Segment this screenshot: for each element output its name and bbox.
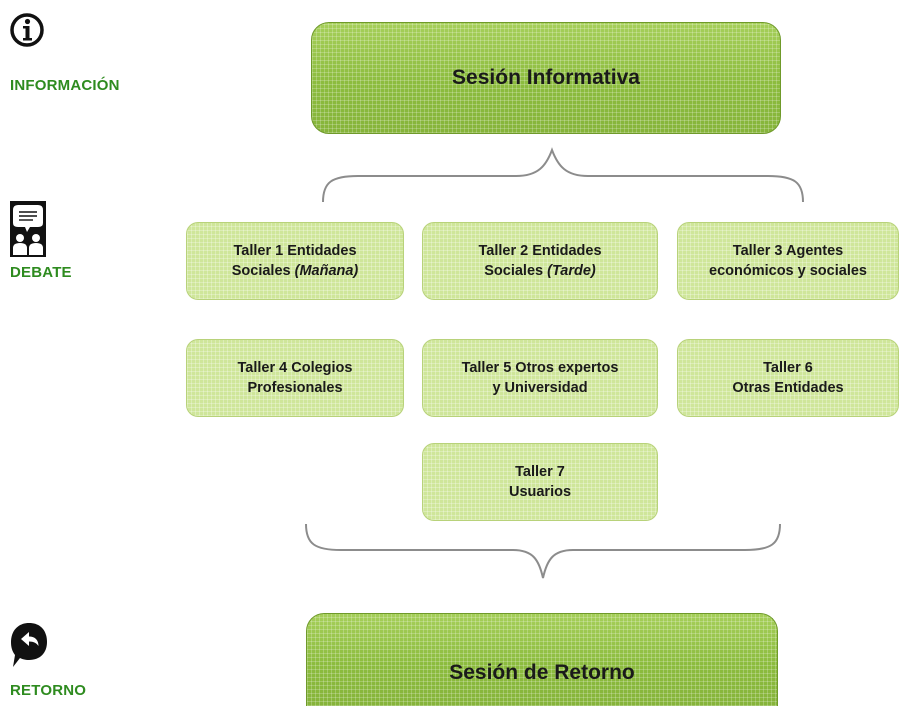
taller-6-line1: Taller 6 <box>763 360 813 376</box>
sesion-informativa-box: Sesión Informativa <box>311 22 781 134</box>
sesion-informativa-label: Sesión Informativa <box>452 66 640 89</box>
taller-6-box: Taller 6 Otras Entidades <box>677 339 899 417</box>
taller-5-line1: Taller 5 Otros expertos <box>461 360 619 376</box>
taller-4-line2: Profesionales <box>247 380 343 396</box>
taller-6-line2: Otras Entidades <box>732 380 844 396</box>
top-brace <box>322 147 804 203</box>
taller-1-line2: Sociales <box>231 263 295 279</box>
taller-3-line2: económicos y sociales <box>709 263 867 279</box>
info-icon <box>10 10 44 48</box>
taller-2-line1: Taller 2 Entidades <box>478 243 602 259</box>
taller-2-line2-italic: (Tarde) <box>547 263 596 279</box>
taller-5-line2: y Universidad <box>492 380 588 396</box>
taller-1-line1: Taller 1 Entidades <box>233 243 357 259</box>
debate-people-speech-bubble-icon <box>10 201 46 257</box>
return-arrow-speech-bubble-icon <box>10 620 48 672</box>
taller-2-line2: Sociales <box>484 263 548 279</box>
taller-5-box: Taller 5 Otros expertos y Universidad <box>422 339 658 417</box>
taller-7-line2: Usuarios <box>508 484 572 500</box>
taller-2-box: Taller 2 Entidades Sociales (Tarde) <box>422 222 658 300</box>
taller-4-line1: Taller 4 Colegios <box>237 360 353 376</box>
taller-3-box: Taller 3 Agentes económicos y sociales <box>677 222 899 300</box>
taller-3-line1: Taller 3 Agentes <box>732 243 844 259</box>
informacion-label: INFORMACIÓN <box>10 77 120 94</box>
retorno-label: RETORNO <box>10 682 87 699</box>
sesion-retorno-box: Sesión de Retorno <box>306 613 778 706</box>
taller-7-line1: Taller 7 <box>515 464 565 480</box>
sesion-retorno-label: Sesión de Retorno <box>449 661 635 684</box>
debate-label: DEBATE <box>10 264 72 281</box>
taller-7-box: Taller 7 Usuarios <box>422 443 658 521</box>
taller-4-box: Taller 4 Colegios Profesionales <box>186 339 404 417</box>
taller-1-line2-italic: (Mañana) <box>294 263 359 279</box>
taller-1-box: Taller 1 Entidades Sociales (Mañana) <box>186 222 404 300</box>
bottom-brace <box>305 523 781 579</box>
